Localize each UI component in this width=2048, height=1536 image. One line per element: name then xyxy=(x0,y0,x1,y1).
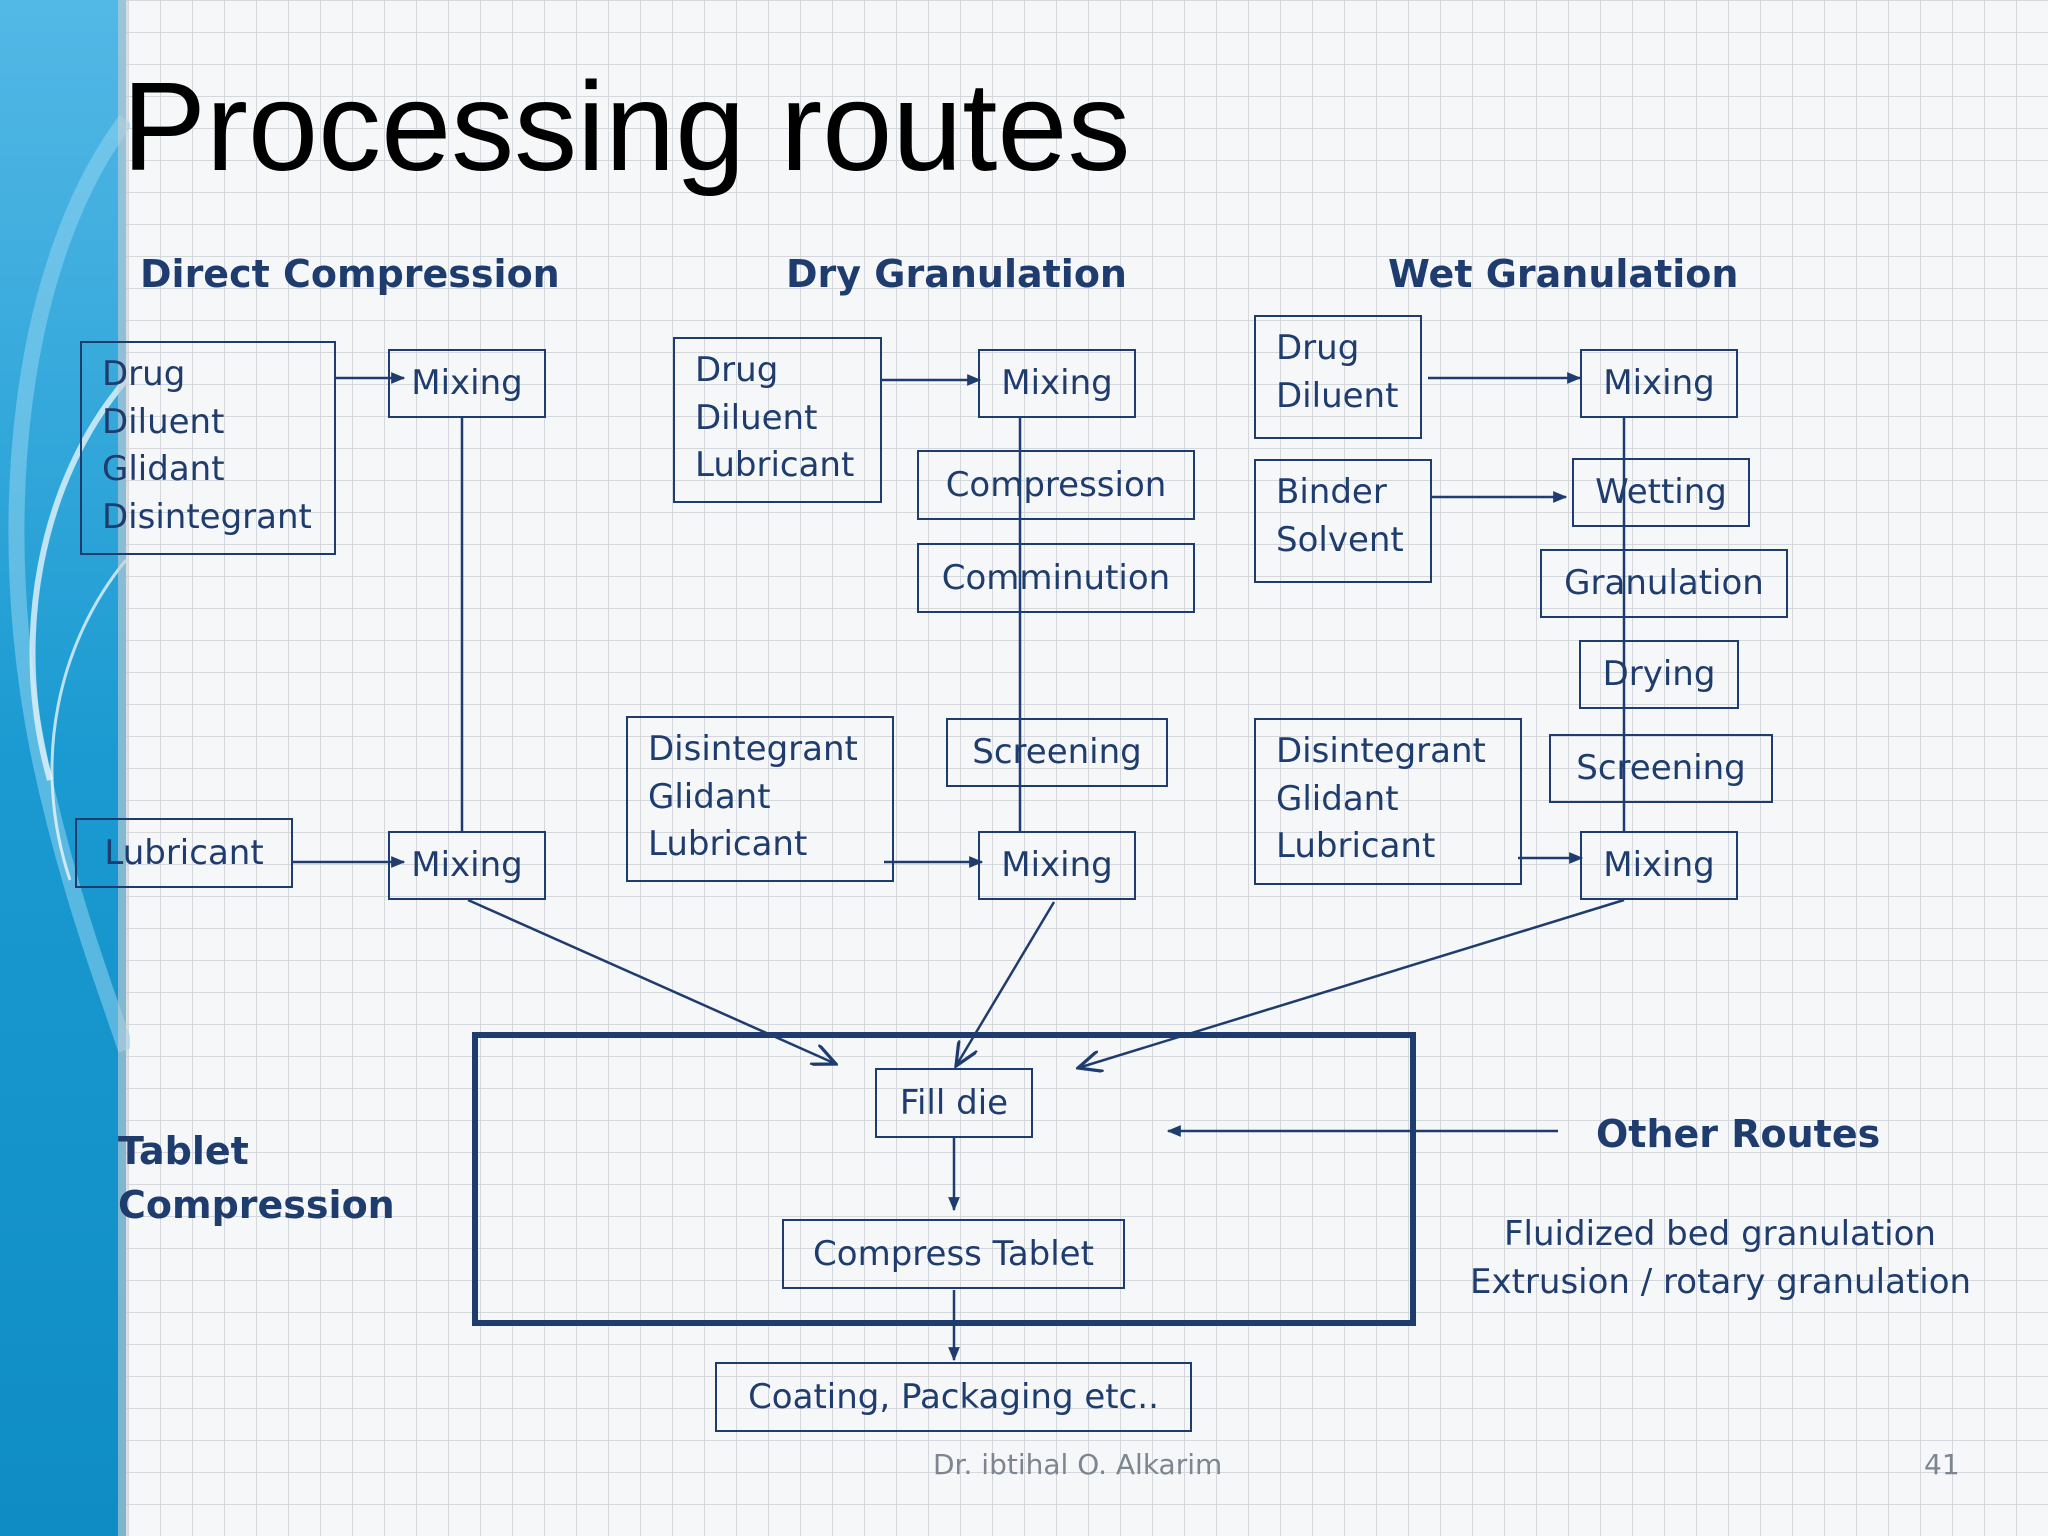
sidebar-decoration xyxy=(0,0,130,1536)
footer-author: Dr. ibtihal O. Alkarim xyxy=(933,1448,1223,1481)
compress-tablet-label: Compress Tablet xyxy=(813,1233,1094,1274)
wg-granulation-label: Granulation xyxy=(1564,563,1764,603)
dc-mixing-2-box: Mixing xyxy=(388,831,546,900)
dc-input-item: Diluent xyxy=(102,401,225,442)
wg-input-item: Diluent xyxy=(1276,375,1399,416)
dg-input-item: Lubricant xyxy=(695,445,855,485)
tablet-label-line-1: Tablet xyxy=(118,1129,249,1173)
dg-additive-item: Disintegrant xyxy=(648,729,858,769)
dc-input-item: Glidant xyxy=(102,449,225,489)
dg-mixing-1-label: Mixing xyxy=(1001,363,1113,403)
wg-inputs-box: Drug Diluent xyxy=(1254,315,1422,439)
wg-additive-item: Disintegrant xyxy=(1276,731,1486,771)
coating-packaging-label: Coating, Packaging etc.. xyxy=(748,1376,1159,1417)
wg-mixing-2-box: Mixing xyxy=(1580,831,1738,900)
dg-comminution-box: Comminution xyxy=(917,543,1195,613)
dg-compression-label: Compression xyxy=(945,464,1167,505)
dg-compression-box: Compression xyxy=(917,450,1195,520)
wg-drying-label: Drying xyxy=(1602,654,1716,694)
dc-inputs-box: Drug Diluent Glidant Disintegrant xyxy=(80,341,336,555)
other-route-item: Extrusion / rotary granulation xyxy=(1470,1262,1972,1302)
slide-number: 41 xyxy=(1924,1448,1960,1481)
wg-granulation-box: Granulation xyxy=(1540,549,1788,618)
dg-additive-item: Lubricant xyxy=(648,824,808,864)
heading-dry-granulation: Dry Granulation xyxy=(786,252,1127,296)
dg-mixing-2-box: Mixing xyxy=(978,831,1136,900)
coating-packaging-box: Coating, Packaging etc.. xyxy=(715,1362,1192,1432)
compress-tablet-box: Compress Tablet xyxy=(782,1219,1125,1289)
dc-input-item: Drug xyxy=(102,354,186,394)
dg-screening-box: Screening xyxy=(946,718,1168,787)
tablet-compression-label: Tablet Compression xyxy=(118,1124,395,1232)
wg-binder-item: Binder xyxy=(1276,472,1387,512)
dc-input-item: Disintegrant xyxy=(102,496,312,537)
dg-additives-box: Disintegrant Glidant Lubricant xyxy=(626,716,894,882)
wg-additives-box: Disintegrant Glidant Lubricant xyxy=(1254,718,1522,885)
dg-additive-item: Glidant xyxy=(648,776,771,817)
other-routes-list: Fluidized bed granulation Extrusion / ro… xyxy=(1470,1210,1972,1306)
dg-screening-label: Screening xyxy=(972,732,1142,772)
wg-screening-box: Screening xyxy=(1549,734,1773,803)
heading-wet-granulation: Wet Granulation xyxy=(1388,252,1739,296)
dg-input-item: Diluent xyxy=(695,397,818,438)
wg-additive-item: Glidant xyxy=(1276,778,1399,819)
wg-screening-label: Screening xyxy=(1576,748,1746,788)
dg-inputs-box: Drug Diluent Lubricant xyxy=(673,337,882,503)
tablet-label-line-2: Compression xyxy=(118,1183,395,1227)
wg-drying-box: Drying xyxy=(1579,640,1739,709)
dc-lubricant-label: Lubricant xyxy=(104,832,264,873)
dc-mixing-1-box: Mixing xyxy=(388,349,546,418)
dg-mixing-2-label: Mixing xyxy=(1001,845,1113,885)
wg-input-item: Drug xyxy=(1276,328,1360,368)
dc-mixing-1-label: Mixing xyxy=(411,363,523,403)
other-route-item: Fluidized bed granulation xyxy=(1504,1214,1936,1254)
wg-wetting-label: Wetting xyxy=(1595,472,1727,512)
wg-binder-item: Solvent xyxy=(1276,519,1404,560)
dc-lubricant-box: Lubricant xyxy=(75,818,293,888)
dc-mixing-2-label: Mixing xyxy=(411,845,523,885)
dg-mixing-1-box: Mixing xyxy=(978,349,1136,418)
wg-mixing-1-box: Mixing xyxy=(1580,349,1738,418)
other-routes-heading: Other Routes xyxy=(1596,1112,1881,1156)
tablet-compression-frame xyxy=(472,1032,1416,1326)
fill-die-label: Fill die xyxy=(899,1082,1009,1123)
heading-direct-compression: Direct Compression xyxy=(140,252,560,296)
wg-wetting-box: Wetting xyxy=(1572,458,1750,527)
slide-title: Processing routes xyxy=(122,56,1131,197)
wg-additive-item: Lubricant xyxy=(1276,826,1436,866)
wg-mixing-1-label: Mixing xyxy=(1603,363,1715,403)
arrow-dc-to-fill-die xyxy=(467,898,836,1064)
fill-die-box: Fill die xyxy=(875,1068,1033,1138)
dg-comminution-label: Comminution xyxy=(941,557,1171,598)
wg-binder-box: Binder Solvent xyxy=(1254,459,1432,583)
arrow-wg-to-fill-die xyxy=(1078,898,1625,1068)
wg-mixing-2-label: Mixing xyxy=(1603,845,1715,885)
arrow-dg-to-fill-die xyxy=(956,901,1056,1066)
dg-input-item: Drug xyxy=(695,350,779,390)
